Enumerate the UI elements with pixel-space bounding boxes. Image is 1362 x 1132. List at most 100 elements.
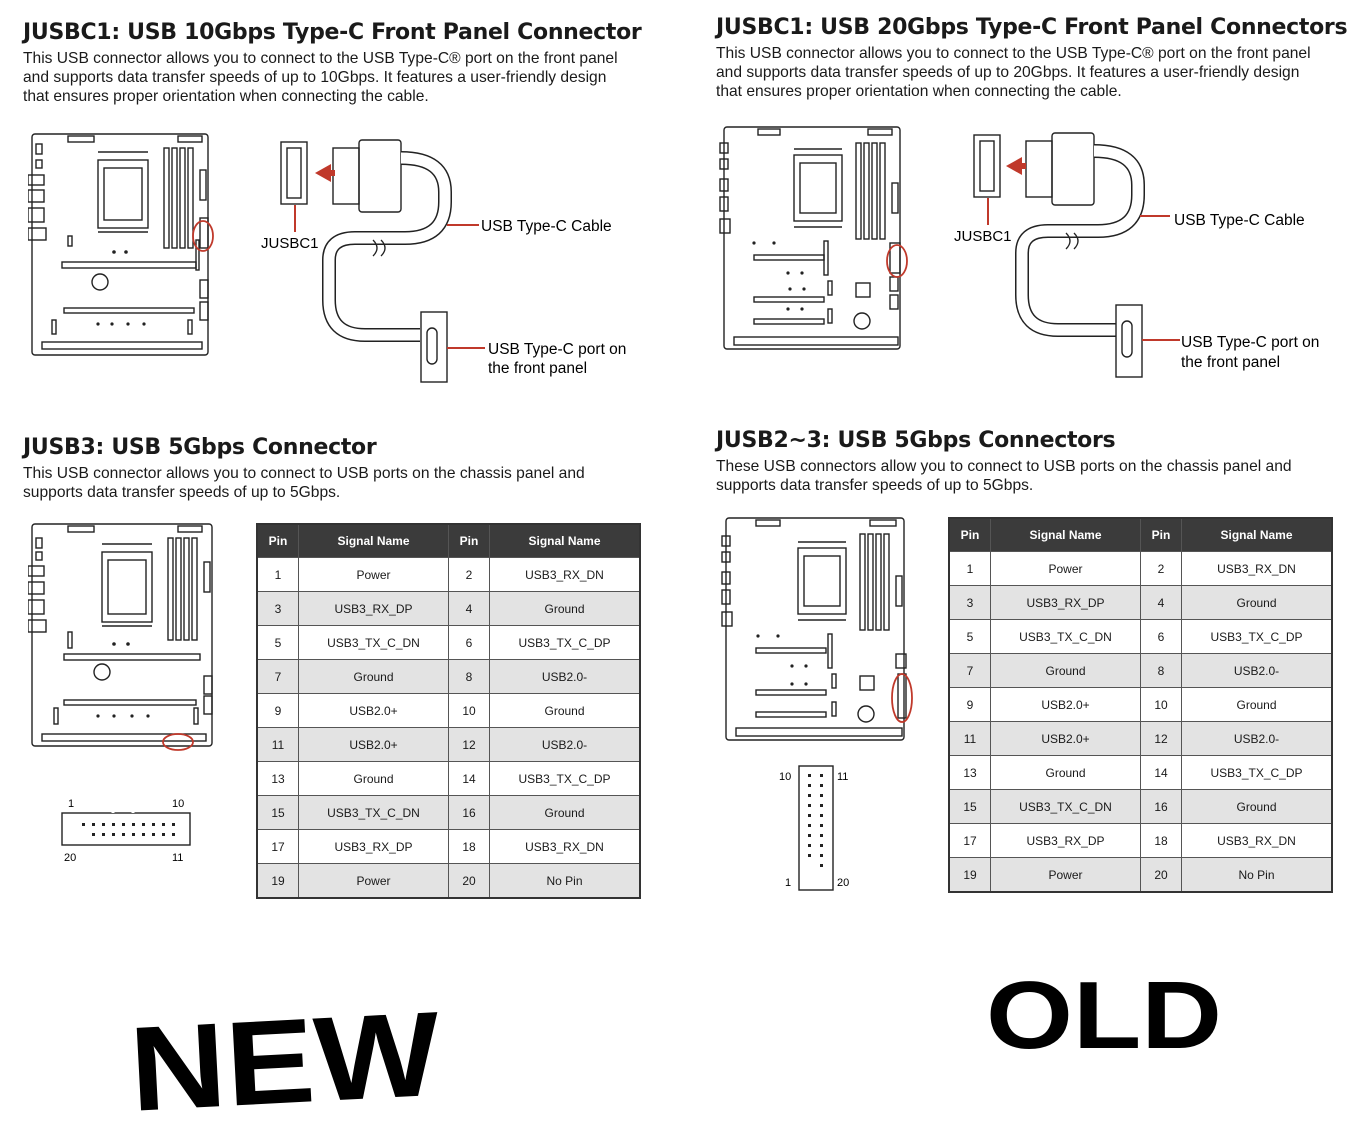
pin-number-cell: 6	[448, 625, 490, 660]
pin-number-cell: 9	[256, 693, 299, 728]
signal-name-cell: USB3_RX_DP	[298, 829, 449, 864]
desc-line: These USB connectors allow you to connec…	[716, 458, 1292, 475]
signal-name-cell: Power	[298, 863, 449, 899]
right-typec-description: This USB connector allows you to connect…	[716, 44, 1347, 101]
signal-name-cell: Ground	[489, 795, 641, 830]
signal-name-cell: Power	[298, 557, 449, 592]
signal-name-cell: USB2.0-	[489, 727, 641, 762]
desc-line: that ensures proper orientation when con…	[23, 88, 429, 105]
desc-line: This USB connector allows you to connect…	[716, 45, 1311, 62]
signal-name-cell: USB3_TX_C_DP	[1181, 755, 1333, 790]
cable-label: USB Type-C Cable	[1174, 212, 1305, 229]
annotation-old-text: OLD	[986, 962, 1222, 1060]
desc-line: supports data transfer speeds of up to 5…	[23, 484, 341, 501]
pin-number-cell: 18	[1140, 823, 1182, 858]
signal-name-cell: USB2.0+	[990, 687, 1141, 722]
pin-number-cell: 20	[448, 863, 490, 899]
signal-name-cell: USB2.0+	[990, 721, 1141, 756]
desc-line: supports data transfer speeds of up to 5…	[716, 477, 1034, 494]
col-header-signal: Signal Name	[298, 523, 449, 558]
pin-number-cell: 4	[1140, 585, 1182, 620]
col-header-signal: Signal Name	[489, 523, 641, 558]
table-header-row: Pin Signal Name Pin Signal Name	[948, 517, 1333, 552]
col-header-pin: Pin	[1140, 517, 1182, 552]
signal-name-cell: Power	[990, 551, 1141, 586]
pin-number-cell: 11	[256, 727, 299, 762]
right-typec-section: JUSBC1: USB 20Gbps Type-C Front Panel Co…	[716, 15, 1348, 101]
desc-line: that ensures proper orientation when con…	[716, 83, 1122, 100]
left-typec-section: JUSBC1: USB 10Gbps Type-C Front Panel Co…	[23, 20, 642, 106]
pin-number-cell: 1	[256, 557, 299, 592]
pin-number-cell: 17	[948, 823, 991, 858]
right-usb3-title: JUSB2~3: USB 5Gbps Connectors	[716, 428, 1116, 453]
signal-name-cell: USB3_TX_C_DN	[298, 795, 449, 830]
pin-label-20: 20	[64, 852, 76, 864]
pin-number-cell: 3	[948, 585, 991, 620]
left-usb3-section: JUSB3: USB 5Gbps Connector This USB conn…	[23, 435, 585, 502]
signal-name-cell: USB2.0-	[1181, 721, 1333, 756]
right-usb3-section: JUSB2~3: USB 5Gbps Connectors These USB …	[716, 428, 1292, 495]
pin-number-cell: 13	[948, 755, 991, 790]
handwritten-new-annotation: NEW	[127, 987, 444, 1125]
signal-name-cell: Ground	[1181, 789, 1333, 824]
left-usb3-title: JUSB3: USB 5Gbps Connector	[23, 435, 377, 460]
signal-name-cell: No Pin	[489, 863, 641, 899]
desc-line: This USB connector allows you to connect…	[23, 465, 585, 482]
pin-number-cell: 14	[1140, 755, 1182, 790]
signal-name-cell: USB2.0-	[489, 659, 641, 694]
signal-name-cell: No Pin	[1181, 857, 1333, 893]
pin-number-cell: 15	[948, 789, 991, 824]
desc-line: This USB connector allows you to connect…	[23, 50, 618, 67]
pin-label-20: 20	[837, 877, 849, 889]
signal-name-cell: USB3_TX_C_DP	[489, 761, 641, 796]
left-usb3-motherboard-diagram	[28, 523, 213, 751]
right-typec-title: JUSBC1: USB 20Gbps Type-C Front Panel Co…	[716, 15, 1348, 40]
signal-name-cell: USB2.0-	[1181, 653, 1333, 688]
left-usb3-description: This USB connector allows you to connect…	[23, 464, 585, 502]
signal-name-cell: Ground	[489, 591, 641, 626]
pin-label-11: 11	[837, 771, 848, 783]
signal-name-cell: Ground	[990, 755, 1141, 790]
jusb2-3-highlight-circle	[891, 673, 913, 723]
port-label-line2: the front panel	[1181, 354, 1280, 371]
pin-number-cell: 3	[256, 591, 299, 626]
pin-label-10: 10	[172, 798, 184, 810]
col-header-pin: Pin	[256, 523, 299, 558]
port-label-line2: the front panel	[488, 360, 587, 377]
pin-number-cell: 6	[1140, 619, 1182, 654]
pin-number-cell: 4	[448, 591, 490, 626]
table-header-row: Pin Signal Name Pin Signal Name	[256, 523, 641, 558]
signal-name-cell: USB3_RX_DP	[990, 585, 1141, 620]
left-usb3-pin-header-diagram: 1 10 20 11	[61, 798, 191, 864]
port-label-line1: USB Type-C port on	[488, 341, 626, 358]
signal-name-cell: Ground	[1181, 585, 1333, 620]
signal-name-cell: USB3_TX_C_DN	[298, 625, 449, 660]
pin-label-10: 10	[779, 771, 791, 783]
signal-name-cell: USB2.0+	[298, 727, 449, 762]
left-typec-motherboard-diagram	[28, 133, 214, 356]
port-label-line1: USB Type-C port on	[1181, 334, 1319, 351]
pin-label-11: 11	[172, 852, 183, 864]
signal-name-cell: Ground	[990, 653, 1141, 688]
signal-name-cell: USB3_RX_DN	[489, 829, 641, 864]
header-pins	[82, 823, 175, 836]
pin-number-cell: 10	[448, 693, 490, 728]
desc-line: and supports data transfer speeds of up …	[23, 69, 607, 86]
pin-number-cell: 8	[1140, 653, 1182, 688]
pin-number-cell: 11	[948, 721, 991, 756]
left-typec-cable-diagram: JUSBC1 USB Type-C Cable USB Type-C port …	[261, 139, 626, 383]
pin-number-cell: 8	[448, 659, 490, 694]
jusb3-highlight-circle	[162, 733, 194, 751]
right-usb3-description: These USB connectors allow you to connec…	[716, 457, 1292, 495]
